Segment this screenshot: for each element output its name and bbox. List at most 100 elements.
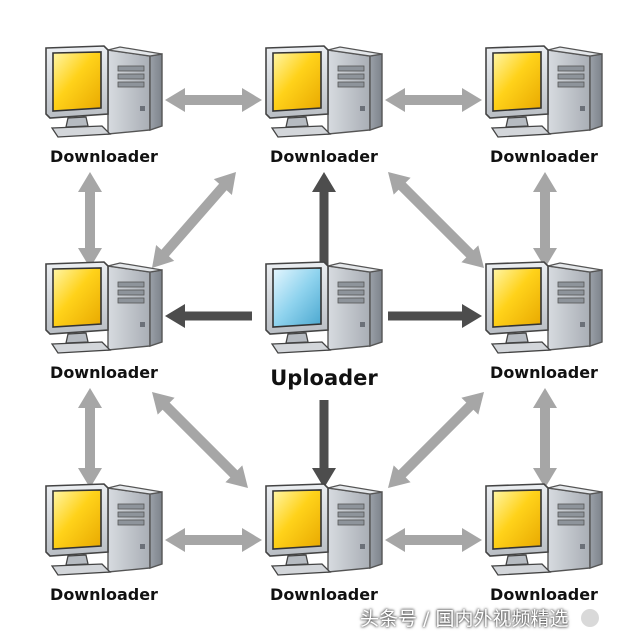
drive-bay xyxy=(337,73,365,80)
monitor-screen xyxy=(492,489,542,550)
node-tr: Downloader xyxy=(485,45,603,166)
drive-bay xyxy=(557,73,585,80)
drive-bay xyxy=(557,81,585,88)
upload-arrow-c-bm xyxy=(312,400,336,488)
downloader-label: Downloader xyxy=(270,585,378,604)
power-button-icon xyxy=(360,322,365,327)
power-button-icon xyxy=(140,322,145,327)
downloader-label: Downloader xyxy=(50,363,158,382)
drive-bay xyxy=(337,289,365,296)
tower-top xyxy=(547,262,603,273)
tower-front xyxy=(547,265,591,351)
watermark-source: 头条号 / 国内外视频精选 xyxy=(360,608,569,630)
tower-side xyxy=(149,269,163,347)
drive-bay xyxy=(337,81,365,88)
monitor-screen xyxy=(272,267,322,328)
power-button-icon xyxy=(580,322,585,327)
monitor-stand xyxy=(65,116,89,128)
drive-bay xyxy=(117,81,145,88)
tower-front xyxy=(327,487,371,573)
computer-icon xyxy=(485,45,603,138)
monitor-screen xyxy=(272,51,322,112)
drive-bay xyxy=(117,289,145,296)
upload-arrow-c-ml xyxy=(165,304,252,328)
node-tm: Downloader xyxy=(265,45,383,166)
tower-side xyxy=(369,53,383,131)
keyboard xyxy=(270,341,332,354)
power-button-icon xyxy=(360,544,365,549)
peer-arrow-ml-bl xyxy=(78,388,102,488)
tower-top xyxy=(547,484,603,495)
tower-front xyxy=(547,487,591,573)
monitor-stand xyxy=(505,332,529,344)
drive-bay xyxy=(557,297,585,304)
tower-top xyxy=(327,484,383,495)
computer-icon xyxy=(265,45,383,138)
drive-bay xyxy=(337,503,365,510)
computer-icon xyxy=(265,261,383,354)
peer-arrow-mr-bm xyxy=(388,392,484,488)
monitor-screen xyxy=(52,51,102,112)
power-button-icon xyxy=(360,106,365,111)
tower-front xyxy=(327,265,371,351)
downloader-label: Downloader xyxy=(270,147,378,166)
computer-icon xyxy=(265,483,383,576)
monitor-screen xyxy=(52,489,102,550)
keyboard xyxy=(50,125,112,138)
tower-top xyxy=(327,46,383,57)
tower-front xyxy=(547,49,591,135)
downloader-label: Downloader xyxy=(490,147,598,166)
monitor-screen xyxy=(272,489,322,550)
power-button-icon xyxy=(580,544,585,549)
drive-bay xyxy=(557,503,585,510)
drive-bay xyxy=(337,511,365,518)
keyboard xyxy=(50,563,112,576)
watermark: 头条号 / 国内外视频精选 xyxy=(360,604,632,634)
drive-bay xyxy=(117,73,145,80)
tower-side xyxy=(589,53,603,131)
node-tl: Downloader xyxy=(45,45,163,166)
tower-front xyxy=(327,49,371,135)
monitor-screen xyxy=(492,267,542,328)
peer-arrow-bm-ml xyxy=(152,392,248,488)
node-bm: Downloader xyxy=(265,483,383,604)
drive-bay xyxy=(557,289,585,296)
tower-top xyxy=(327,262,383,273)
monitor-stand xyxy=(285,332,309,344)
tower-side xyxy=(589,491,603,569)
peer-arrow-mr-br xyxy=(533,388,557,488)
tower-side xyxy=(149,53,163,131)
keyboard xyxy=(490,563,552,576)
computer-icon xyxy=(45,45,163,138)
peer-arrow-bl-bm xyxy=(165,528,262,552)
tower-side xyxy=(369,269,383,347)
monitor-stand xyxy=(285,554,309,566)
downloader-label: Downloader xyxy=(50,147,158,166)
peer-arrow-bm-br xyxy=(385,528,482,552)
drive-bay xyxy=(337,519,365,526)
peer-arrow-tm-mr xyxy=(388,172,484,268)
tower-front xyxy=(107,487,151,573)
downloader-label: Downloader xyxy=(490,585,598,604)
computer-icon xyxy=(45,483,163,576)
keyboard xyxy=(270,563,332,576)
monitor-screen xyxy=(52,267,102,328)
tower-top xyxy=(107,262,163,273)
tower-front xyxy=(107,49,151,135)
watermark-badge-icon xyxy=(580,609,599,627)
drive-bay xyxy=(117,281,145,288)
drive-bay xyxy=(337,297,365,304)
uploader-label: Uploader xyxy=(270,366,378,390)
drive-bay xyxy=(337,281,365,288)
monitor-screen xyxy=(492,51,542,112)
drive-bay xyxy=(117,297,145,304)
upload-arrow-c-tm xyxy=(312,172,336,265)
monitor-stand xyxy=(285,116,309,128)
tower-front xyxy=(107,265,151,351)
node-bl: Downloader xyxy=(45,483,163,604)
keyboard xyxy=(490,125,552,138)
drive-bay xyxy=(117,503,145,510)
peer-arrow-tr-mr xyxy=(533,172,557,268)
drive-bay xyxy=(557,281,585,288)
